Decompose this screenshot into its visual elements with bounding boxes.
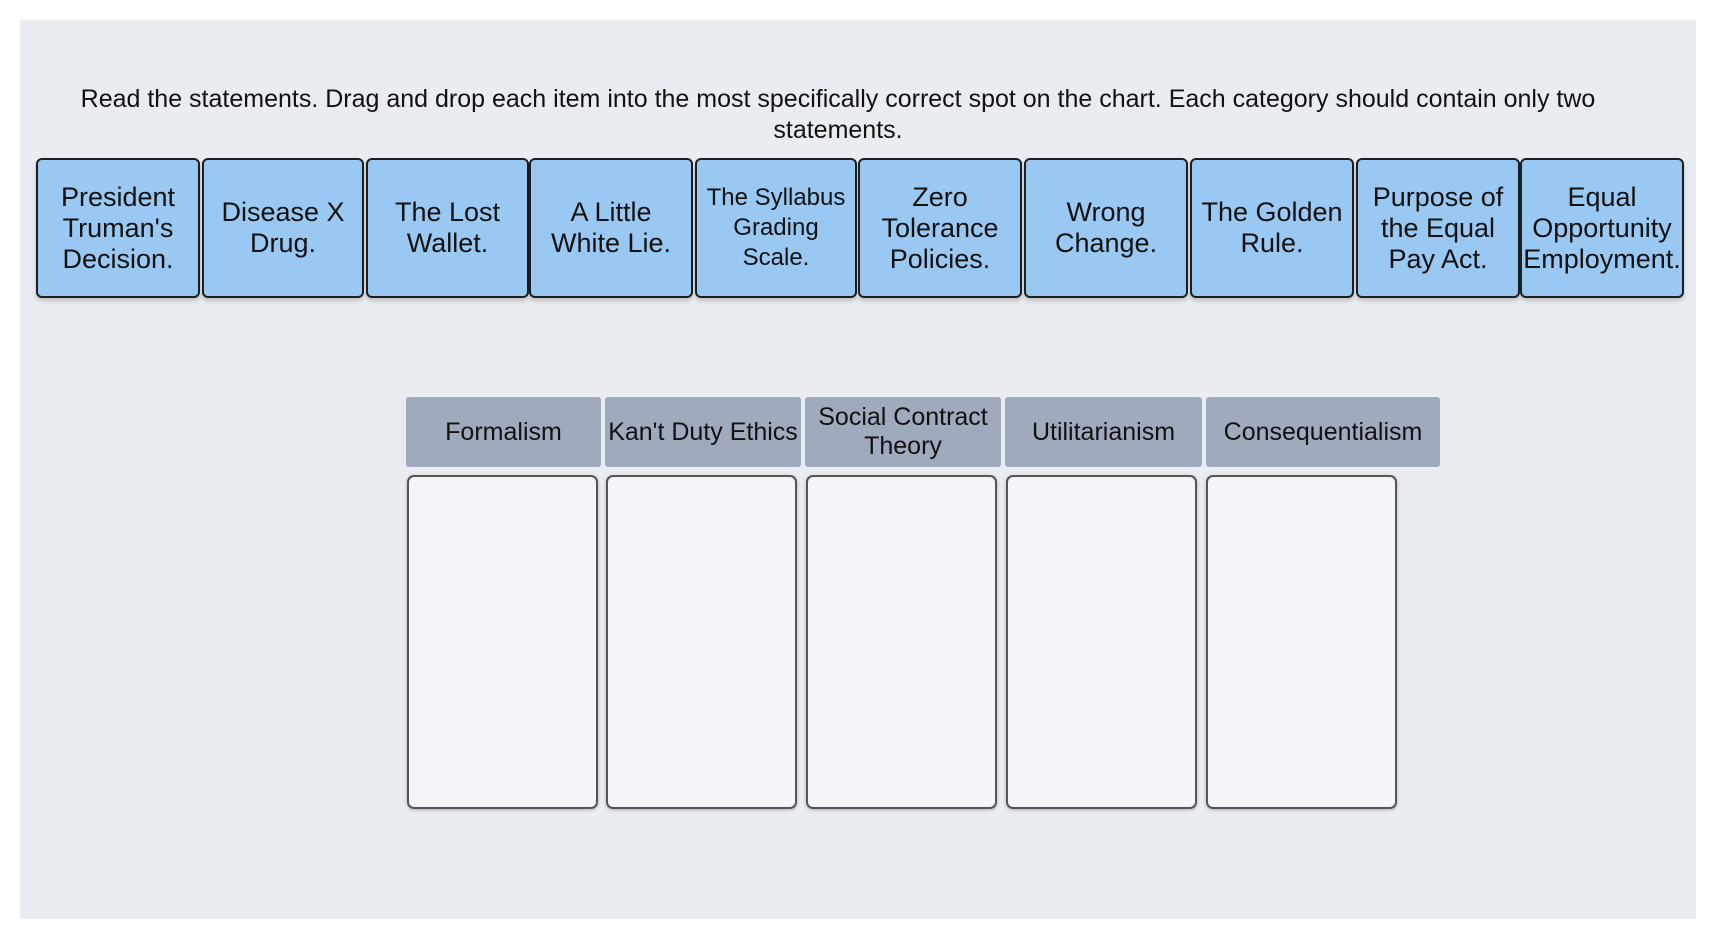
statement-tile-zero-tolerance[interactable]: Zero Tolerance Policies. — [858, 158, 1022, 298]
drop-zones — [386, 475, 1446, 815]
statement-tile-equal-opportunity[interactable]: Equal Opportunity Employment. — [1520, 158, 1684, 298]
statement-tile-truman[interactable]: President Truman's Decision. — [36, 158, 200, 298]
statement-tile-golden-rule[interactable]: The Golden Rule. — [1190, 158, 1354, 298]
drop-zone-kant-duty-ethics[interactable] — [606, 475, 797, 809]
category-header-kant-duty-ethics: Kan't Duty Ethics — [605, 397, 801, 467]
statement-tile-syllabus[interactable]: The Syllabus Grading Scale. — [695, 158, 857, 298]
drop-zone-social-contract[interactable] — [806, 475, 997, 809]
instructions-text: Read the statements. Drag and drop each … — [80, 85, 1596, 144]
category-header-utilitarianism: Utilitarianism — [1005, 397, 1202, 467]
statement-tile-wrong-change[interactable]: Wrong Change. — [1024, 158, 1188, 298]
category-headers: Formalism Kan't Duty Ethics Social Contr… — [386, 397, 1446, 469]
drop-zone-utilitarianism[interactable] — [1006, 475, 1197, 809]
category-header-social-contract: Social Contract Theory — [805, 397, 1001, 467]
drop-zone-formalism[interactable] — [407, 475, 598, 809]
statement-tile-equal-pay[interactable]: Purpose of the Equal Pay Act. — [1356, 158, 1520, 298]
category-header-consequentialism: Consequentialism — [1206, 397, 1440, 467]
statement-tile-disease-x[interactable]: Disease X Drug. — [202, 158, 364, 298]
statement-bank: President Truman's Decision. Disease X D… — [16, 158, 1684, 302]
drop-zone-consequentialism[interactable] — [1206, 475, 1397, 809]
statement-tile-white-lie[interactable]: A Little White Lie. — [529, 158, 693, 298]
category-header-formalism: Formalism — [406, 397, 601, 467]
statement-tile-lost-wallet[interactable]: The Lost Wallet. — [366, 158, 529, 298]
